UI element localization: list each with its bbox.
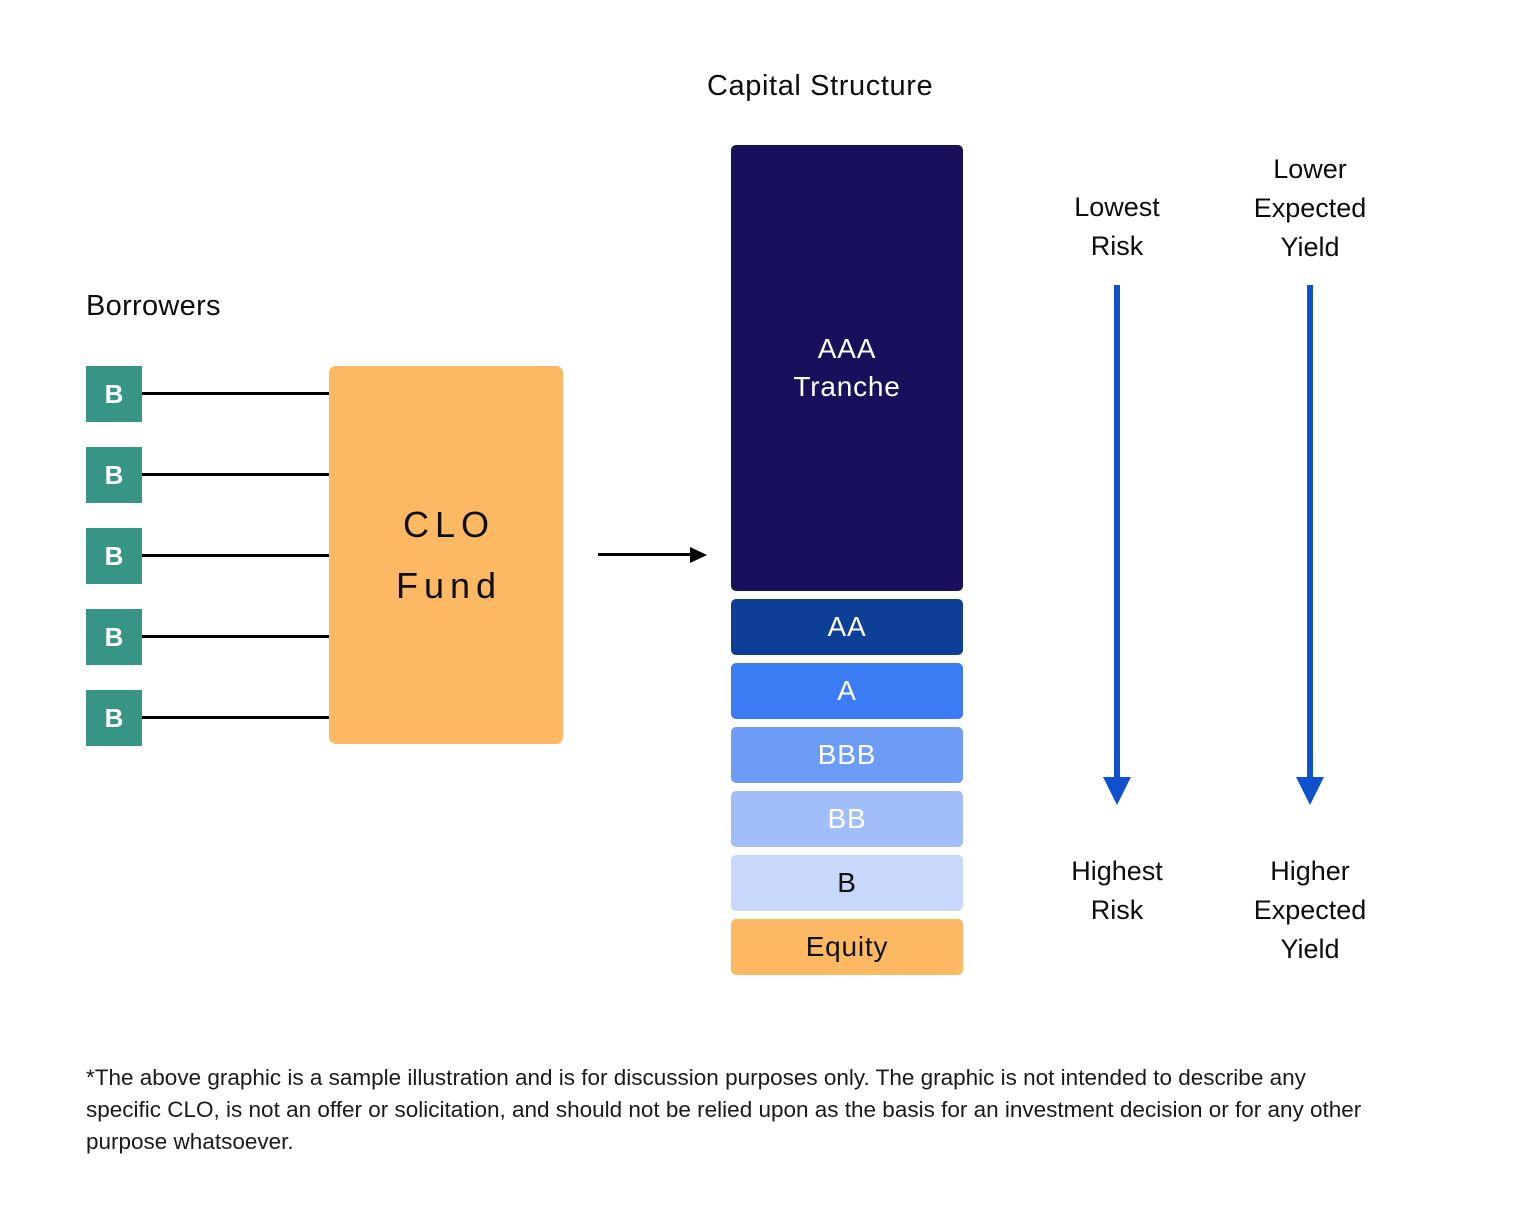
borrower-box: B — [86, 366, 142, 422]
fund-to-structure-arrow — [598, 547, 708, 563]
borrower-box: B — [86, 609, 142, 665]
risk-bottom-line-2: Risk — [1090, 895, 1144, 926]
tranche-bbb: BBB — [731, 727, 963, 783]
footnote-disclaimer: *The above graphic is a sample illustrat… — [86, 1065, 1362, 1154]
yield-top-line-1: Lower — [1273, 154, 1347, 184]
borrower-box: B — [86, 528, 142, 584]
tranche-b-label: B — [837, 867, 857, 899]
tranche-aa-label: AA — [827, 611, 867, 643]
tranche-aaa-line-2: Tranche — [793, 371, 901, 402]
tranche-aaa-label: AAA Tranche — [793, 330, 900, 406]
yield-axis-arrow — [1296, 285, 1324, 820]
clo-fund-box: CLO Fund — [329, 366, 563, 744]
risk-top-line-1: Lowest — [1074, 192, 1160, 222]
tranche-equity: Equity — [731, 919, 963, 975]
tranche-bb-label: BB — [827, 803, 867, 835]
borrower-box: B — [86, 447, 142, 503]
yield-top-line-2: Expected — [1253, 193, 1367, 224]
tranche-aa: AA — [731, 599, 963, 655]
tranche-bbb-label: BBB — [817, 739, 877, 771]
risk-top-line-2: Risk — [1090, 231, 1144, 262]
yield-top-line-3: Yield — [1280, 232, 1340, 263]
tranche-aaa: AAA Tranche — [731, 145, 963, 591]
tranche-a: A — [731, 663, 963, 719]
borrower-box: B — [86, 690, 142, 746]
risk-bottom-line-1: Highest — [1071, 856, 1163, 886]
tranche-aaa-line-1: AAA — [817, 333, 877, 365]
clo-fund-line-2: Fund — [395, 565, 503, 606]
yield-bottom-line-2: Expected — [1253, 895, 1367, 926]
risk-axis-arrow — [1103, 285, 1131, 820]
borrowers-label: Borrowers — [86, 290, 221, 322]
yield-bottom-line-3: Yield — [1280, 934, 1340, 965]
clo-fund-line-1: CLO — [402, 503, 496, 545]
tranche-b: B — [731, 855, 963, 911]
tranche-equity-label: Equity — [805, 931, 889, 963]
page-title: Capital Structure — [707, 70, 934, 102]
capital-structure-stack: AAA Tranche AA A BBB BB B Equity — [731, 145, 963, 983]
tranche-a-label: A — [837, 675, 857, 707]
yield-bottom-line-1: Higher — [1270, 856, 1350, 886]
tranche-bb: BB — [731, 791, 963, 847]
